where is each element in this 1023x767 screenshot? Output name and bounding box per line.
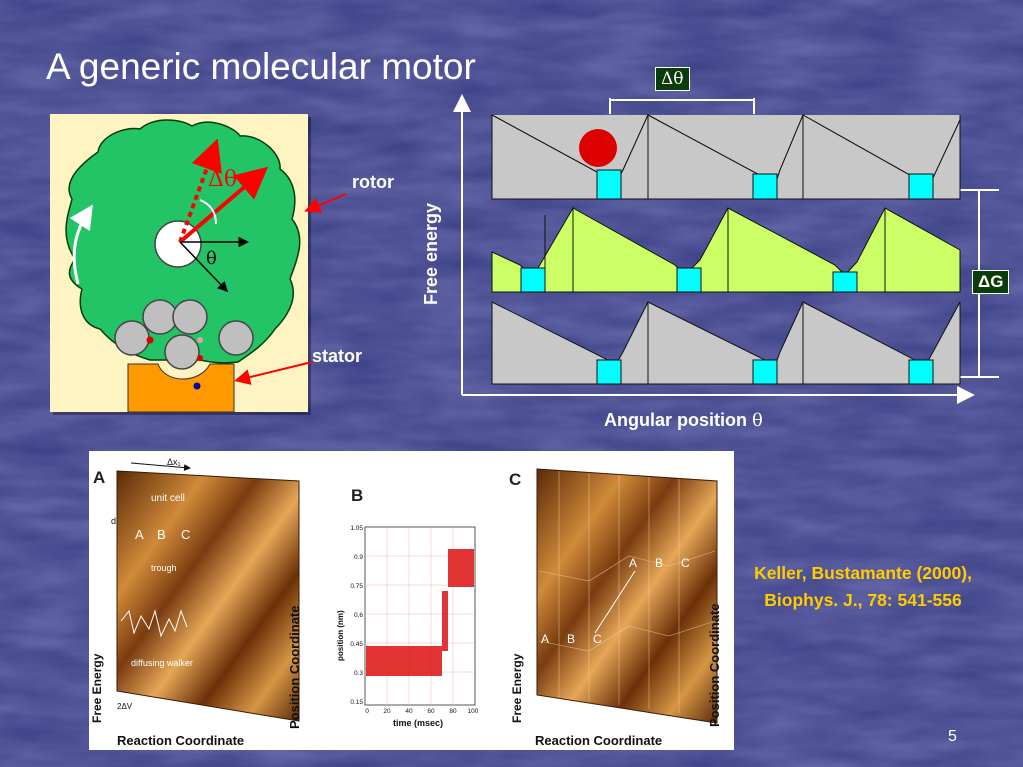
panel-b-xtick: 20 [383,708,391,715]
rotor-angle-arrow [178,166,269,244]
panel-b-ytick: 0.3 [354,670,363,677]
panel-c-y-label: Free Energy [510,653,524,723]
panel-a-a: A [135,527,144,542]
state-ball [579,129,617,167]
panel-a-z-label: Position Coordinate [287,606,302,730]
panel-b: B 1.05 0.9 0.75 0.6 0.45 0.3 0.15 [336,486,479,728]
rotor-delta-theta: Δθ [208,167,237,192]
rotor-target-arrow [178,138,222,243]
panel-c-x-label: Reaction Coordinate [535,733,662,748]
panel-b-xtick: 100 [468,708,479,715]
rotor-label: rotor [352,172,394,192]
panel-b-ytick: 0.6 [354,612,363,619]
panel-a-dv: 2ΔV [117,702,133,711]
middle-energy-row [491,206,961,293]
panel-b-ytick: 0.45 [350,641,363,648]
free-energy-axis-label: Free energy [421,202,441,305]
panel-a-y-label: Free Energy [90,653,104,723]
label-pointers [234,193,347,385]
panel-a-walker: diffusing walker [131,658,193,668]
panel-b-ytick: 0.9 [354,554,363,561]
panel-b-ytick: 1.05 [350,525,363,532]
panel-b-y-label: position (nm) [336,610,345,661]
panel-a-c: C [181,527,190,542]
panel-b-xtick: 80 [449,708,457,715]
panel-b-xtick: 0 [365,708,369,715]
panel-a: A Δx₁ d unit cell A B C trough diffusing… [90,457,302,748]
panel-a-letter: A [93,468,105,487]
panel-b-ytick: 0.75 [350,583,363,590]
page-number: 5 [948,728,957,745]
energy-diagram [453,94,999,404]
stator-label: stator [312,346,363,366]
angular-position-axis-label: Angular position θ [604,410,763,431]
panel-c-letter: C [509,470,521,489]
panel-c-bottom-a: A [541,632,549,646]
panel-c-z-label: Position Coordinate [707,604,722,728]
panel-c-bottom-b: B [567,632,575,646]
panel-c: C A B C A B C Free Energy Reaction Coord… [509,468,722,748]
stator [127,363,235,413]
citation: Keller, Bustamante (2000), Biophys. J., … [754,563,972,610]
panel-b-letter: B [351,486,363,505]
delta-theta-tag: Δθ [655,67,690,91]
angular-position-symbol: θ [752,410,763,431]
delta-g-tag: ΔG [972,270,1010,294]
top-energy-row [491,114,961,200]
figure-svg: A Δx₁ d unit cell A B C trough diffusing… [90,457,722,748]
panel-c-bottom-c: C [593,632,602,646]
angular-position-text: Angular position [604,410,747,430]
panel-a-trough: trough [151,563,177,573]
figure-panel: A Δx₁ d unit cell A B C trough diffusing… [89,451,734,750]
panel-b-xtick: 60 [427,708,435,715]
panel-b-ytick: 0.15 [350,699,363,706]
panel-a-dx: Δx₁ [167,457,181,467]
slide-title: A generic molecular motor [46,46,476,87]
rotor-theta: θ [206,248,217,269]
bottom-energy-row [491,301,961,385]
panel-b-xtick: 40 [405,708,413,715]
panel-c-top-a: A [629,556,637,570]
panel-c-top-c: C [681,556,690,570]
panel-c-top-b: B [655,556,663,570]
panel-b-x-label: time (msec) [393,718,443,728]
panel-a-d: d [111,516,116,526]
panel-a-unit-cell: unit cell [151,493,185,504]
panel-a-b: B [157,527,166,542]
panel-a-x-label: Reaction Coordinate [117,733,244,748]
motor-diagram: Δθ θ [50,114,311,415]
